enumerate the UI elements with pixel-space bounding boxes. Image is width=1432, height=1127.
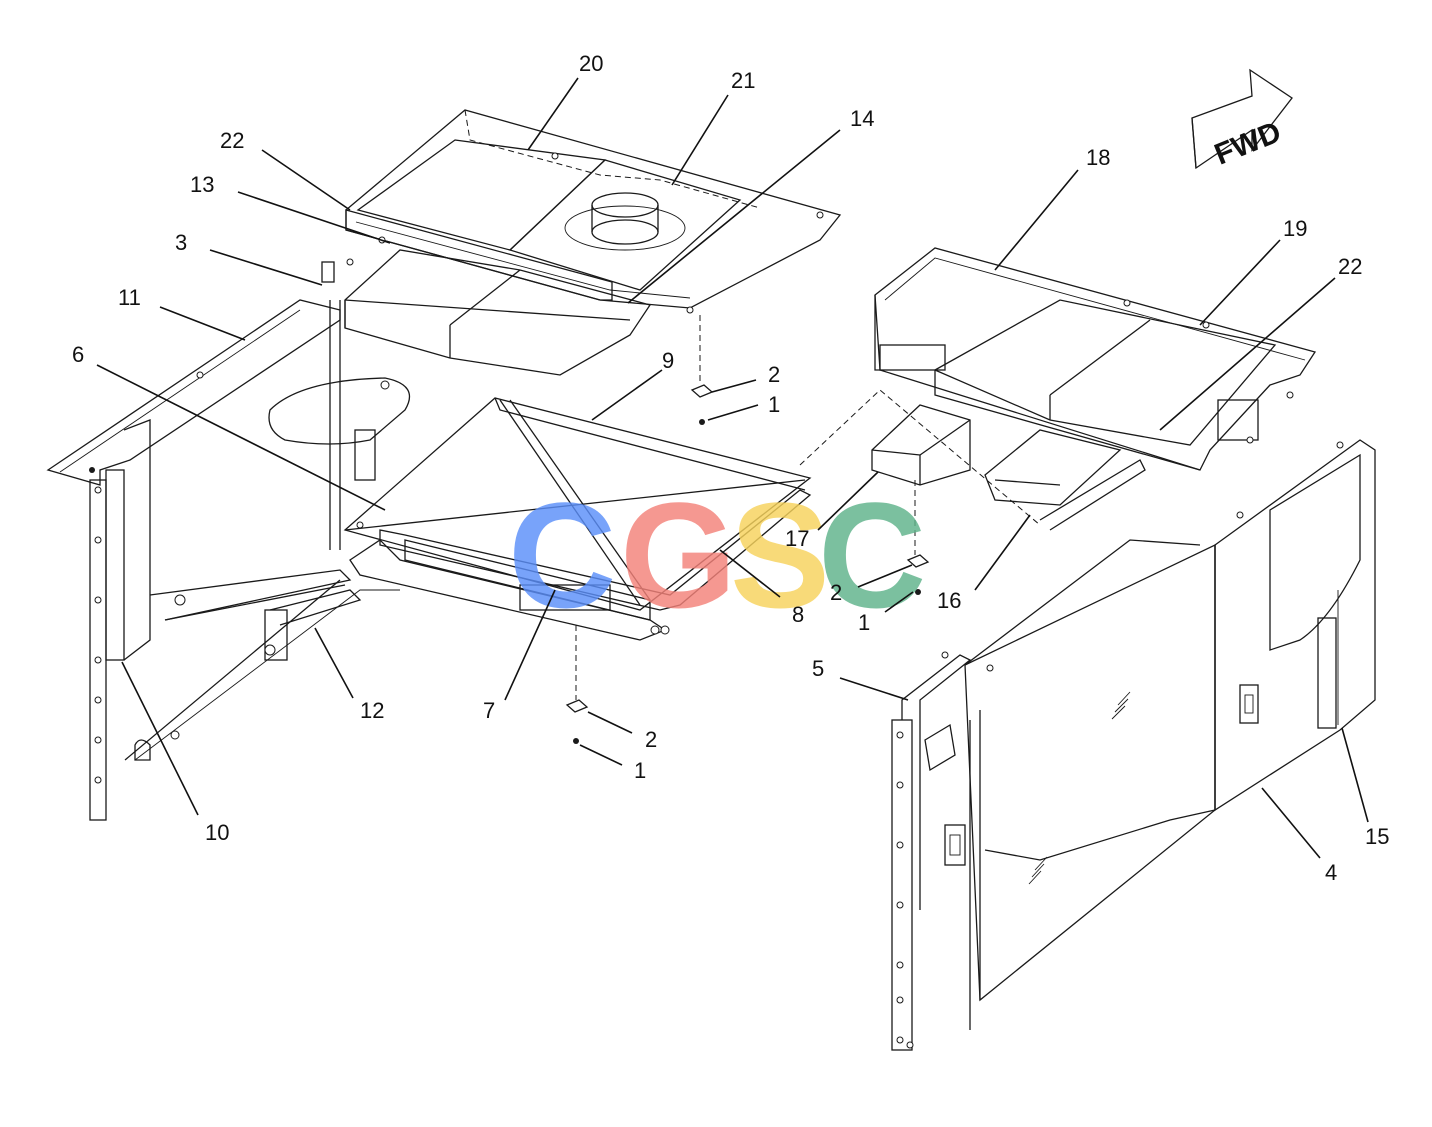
upper-right-cover — [799, 247, 1317, 531]
callout-2-mid: 2 — [830, 580, 842, 605]
callout-1-mid: 1 — [858, 610, 870, 635]
callout-18: 18 — [1086, 145, 1110, 170]
right-side-panel — [891, 439, 1376, 1051]
upper-left-cover — [345, 109, 842, 314]
fwd-direction-marker: FWD — [1191, 68, 1293, 172]
callout-17: 17 — [785, 526, 809, 551]
watermark-letter-c2: C — [818, 471, 926, 639]
callout-4: 4 — [1325, 860, 1337, 885]
watermark-letter-g: G — [620, 471, 737, 639]
callout-22-right: 22 — [1338, 254, 1362, 279]
callout-6: 6 — [72, 342, 84, 367]
cgsc-watermark: C G S C — [508, 471, 926, 639]
watermark-letter-c1: C — [508, 471, 616, 639]
callout-16: 16 — [937, 588, 961, 613]
upper-left-tray — [344, 249, 652, 376]
callout-1-bottom: 1 — [634, 758, 646, 783]
callout-2-bottom: 2 — [645, 727, 657, 752]
callout-21: 21 — [731, 68, 755, 93]
callout-5: 5 — [812, 656, 824, 681]
callout-3: 3 — [175, 230, 187, 255]
callout-11: 11 — [118, 285, 141, 310]
callout-1-top: 1 — [768, 392, 780, 417]
fasteners — [565, 315, 930, 744]
callout-10: 10 — [205, 820, 229, 845]
callout-labels: 20 21 14 22 13 3 11 6 9 2 1 18 19 22 17 … — [72, 51, 1389, 885]
watermark-letter-s: S — [730, 471, 830, 639]
callout-9: 9 — [662, 348, 674, 373]
callout-2-top: 2 — [768, 362, 780, 387]
callout-13: 13 — [190, 172, 214, 197]
callout-12: 12 — [360, 698, 384, 723]
leader-lines — [96, 77, 1369, 859]
callout-22-left: 22 — [220, 128, 244, 153]
callout-8: 8 — [792, 602, 804, 627]
fwd-label: FWD — [1210, 115, 1286, 171]
callout-20: 20 — [579, 51, 603, 76]
callout-19: 19 — [1283, 216, 1307, 241]
callout-7: 7 — [483, 698, 495, 723]
callout-15: 15 — [1365, 824, 1389, 849]
callout-14: 14 — [850, 106, 874, 131]
left-frame-assembly — [46, 258, 812, 821]
